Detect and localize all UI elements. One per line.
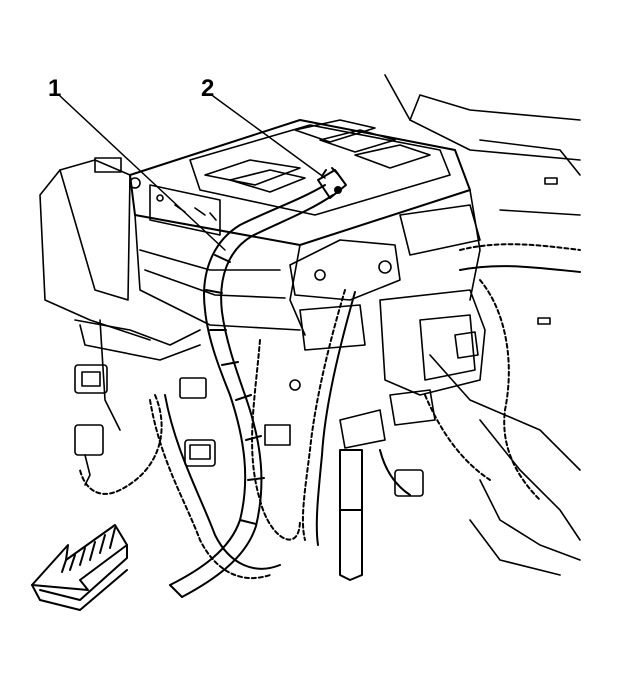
callout-label-2: 2 [201, 75, 215, 102]
leader-line-2 [212, 95, 326, 179]
callout-label-1: 1 [48, 75, 62, 102]
hose-clamp [317, 167, 347, 199]
hose [169, 184, 363, 598]
wiring-harness [79, 243, 581, 580]
actuator-assembly [264, 204, 486, 449]
leader-lines [59, 95, 326, 251]
electrical-connectors [74, 364, 424, 497]
mounting-bracket [39, 157, 201, 431]
front-of-vehicle-arrow [31, 524, 128, 611]
leader-line-1 [59, 95, 226, 251]
hvac-module [129, 119, 481, 336]
